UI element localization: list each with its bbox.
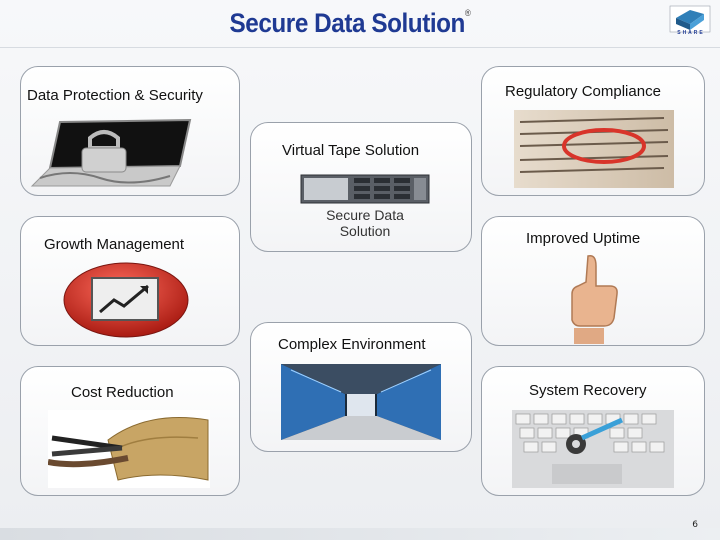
panel-label-cost: Cost Reduction [71,384,174,401]
secure-data-solution-caption: Secure Data Solution [326,207,404,239]
growth-chart-button-icon [63,262,189,338]
panel-label-virtual-tape: Virtual Tape Solution [282,142,420,159]
scissors-cutting-money-icon [48,410,210,488]
panel-label-recovery: System Recovery [529,382,647,399]
slide-title-text: Secure Data Solution [229,8,466,38]
panel-label-uptime: Improved Uptime [526,230,641,247]
laptop-padlock-icon [30,118,192,187]
rack-server-icon [300,174,430,204]
highlighted-document-icon [514,110,674,188]
thumbs-up-icon [571,254,618,344]
panel-label-data-protection: Data Protection & Security [27,87,203,104]
panel-label-complex: Complex Environment [278,336,426,353]
header-divider [0,47,720,48]
datacenter-aisle-icon [281,364,441,440]
page-number: 6 [692,520,698,530]
slide-title: Secure Data Solution® [215,8,485,39]
logo-text: SHARE [677,30,705,36]
keyboard-lifebuoy-icon [512,410,674,488]
panel-label-regulatory: Regulatory Compliance [505,83,661,100]
share-logo-icon [669,5,711,33]
registered-mark: ® [464,8,471,18]
footer-band [0,528,720,540]
panel-label-growth: Growth Management [44,236,185,253]
